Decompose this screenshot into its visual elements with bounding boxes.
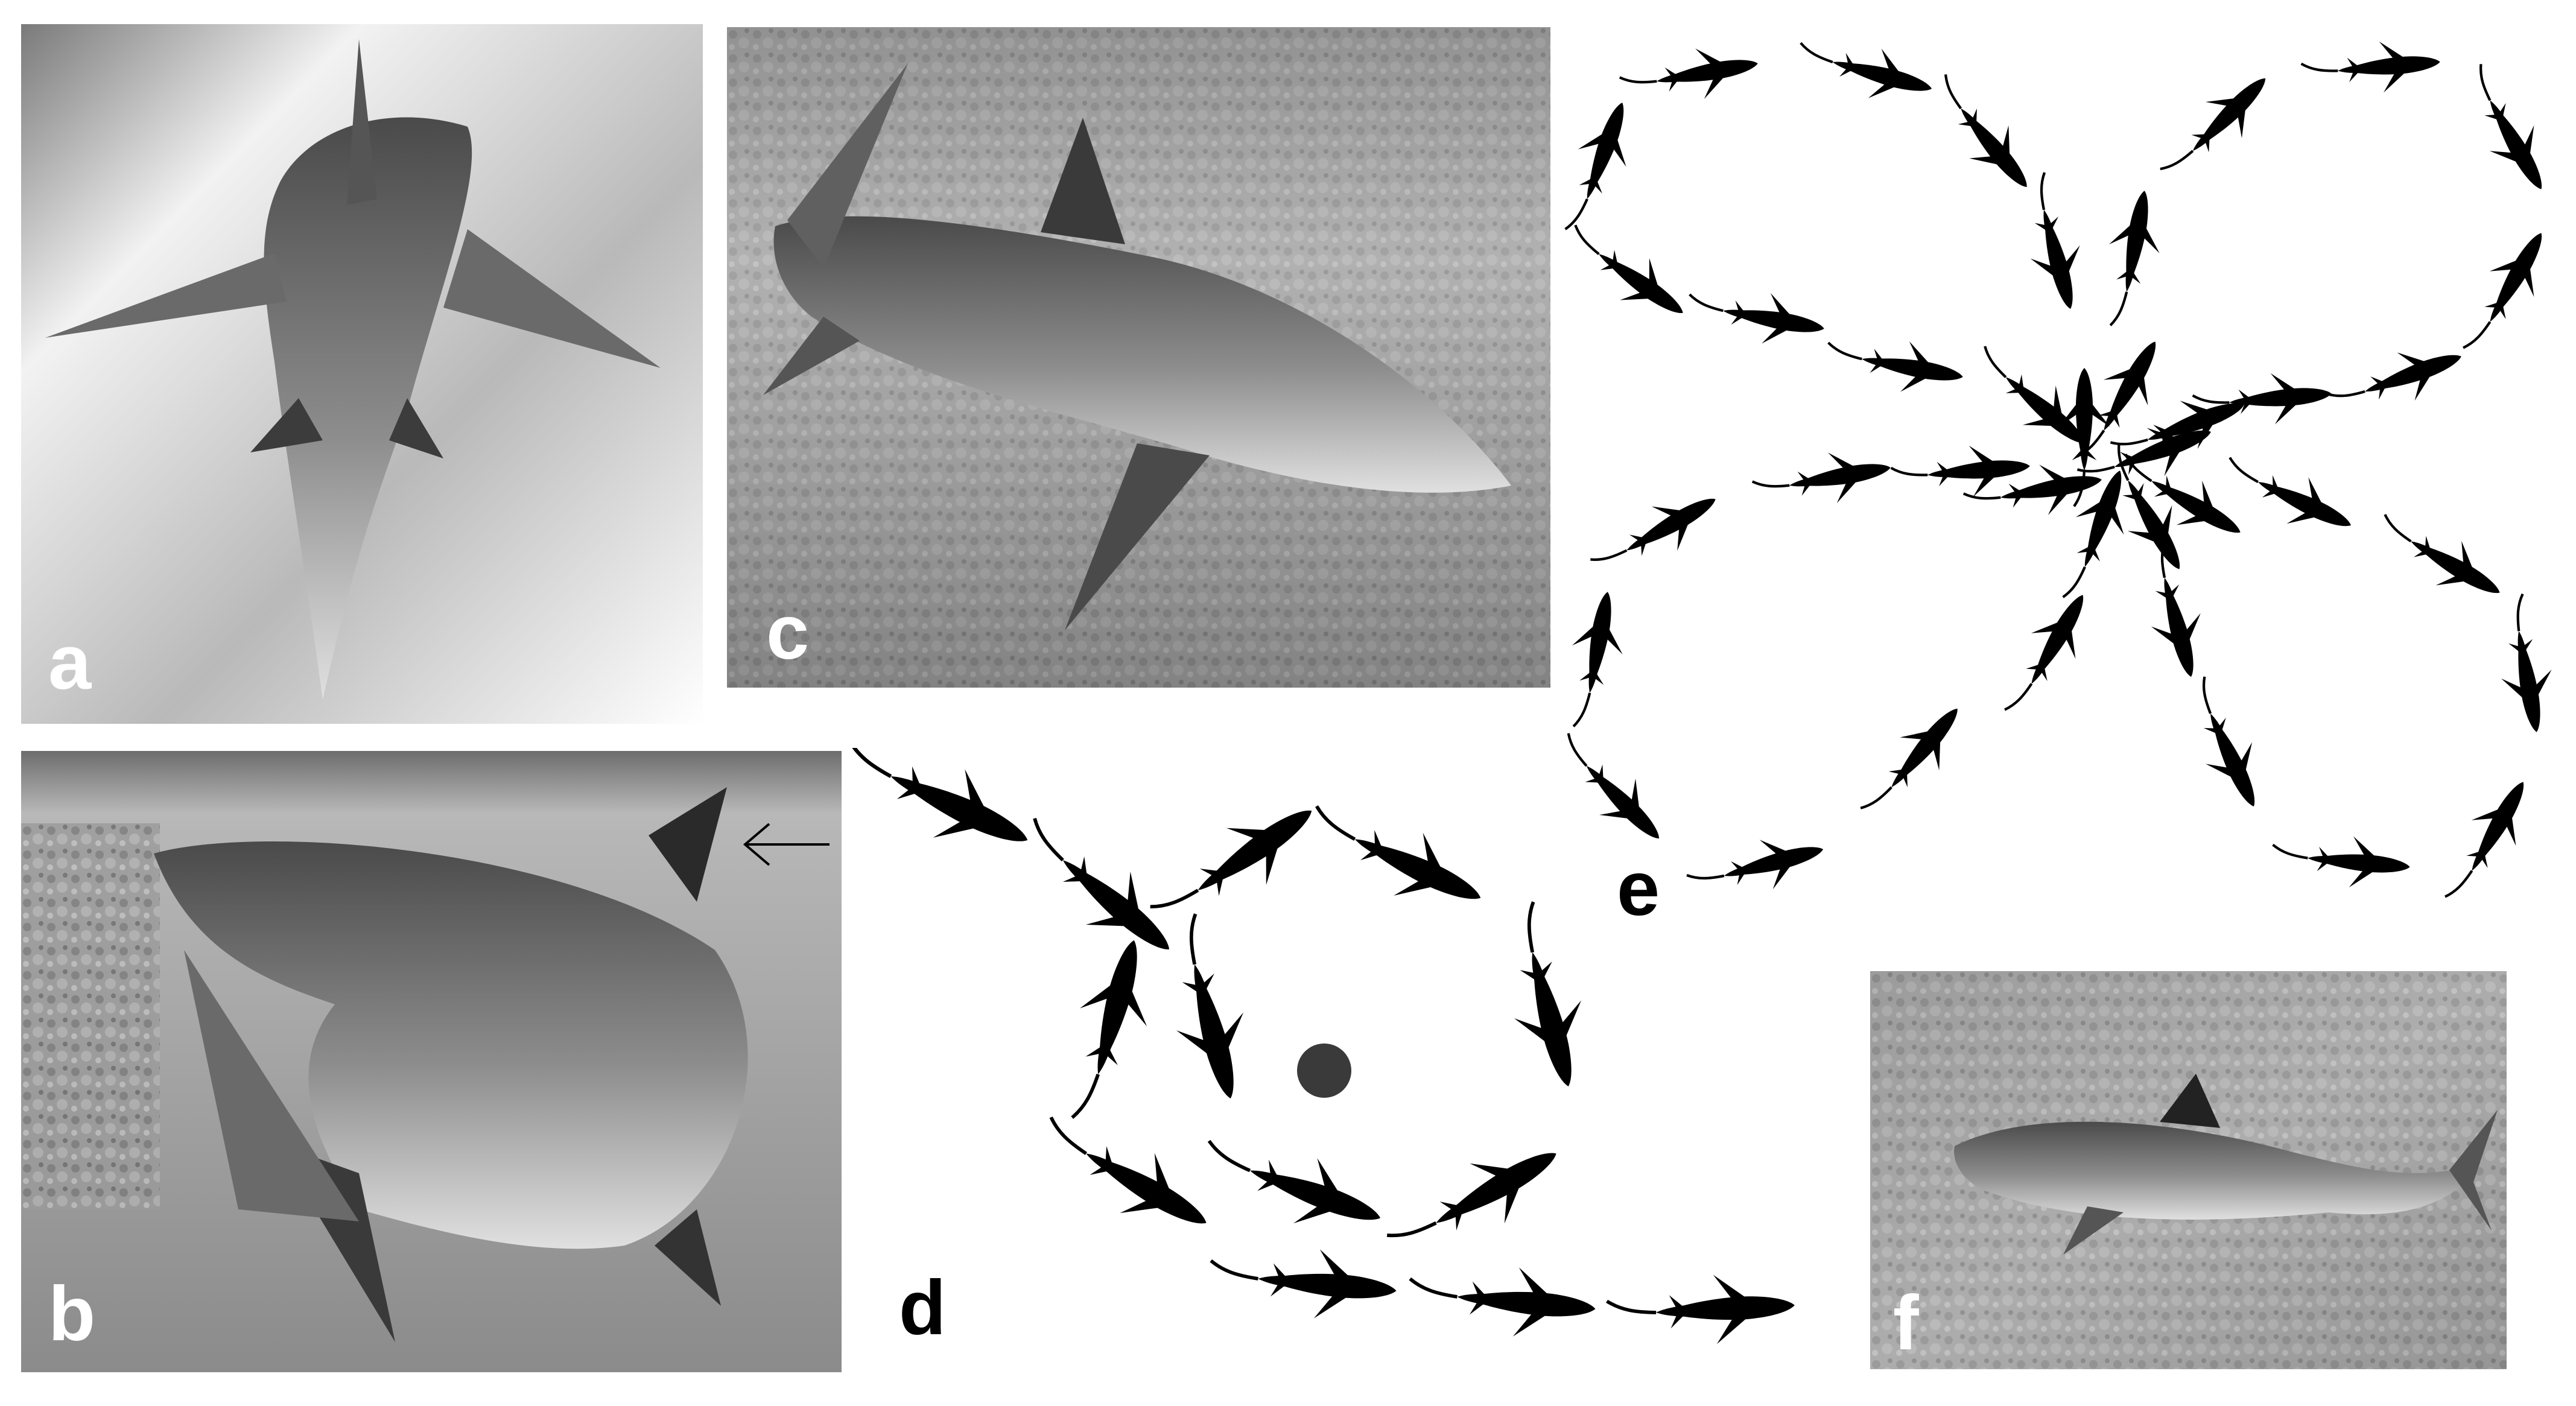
shark-silhouette-icon: [2149, 60, 2283, 194]
shark-silhouette-icon: [1558, 587, 1633, 733]
shark-silhouette-icon: [2487, 591, 2562, 736]
panel-c: c: [727, 27, 1550, 688]
panel-d: d: [845, 748, 1882, 1381]
panel-label: e: [1617, 846, 1660, 932]
panel-a: a: [21, 24, 703, 724]
panel-label: b: [48, 1271, 96, 1357]
shark-silhouette-icon: [1822, 328, 1967, 402]
shark-silhouette-icon: [2367, 501, 2513, 615]
shark-silhouette-icon: [2010, 168, 2096, 315]
shark-silhouette-icon: [1149, 908, 1264, 1107]
shark-silhouette-icon: [1791, 28, 1938, 114]
shark-silhouette-icon: [2215, 443, 2362, 548]
shark-silhouette-icon: [1193, 1121, 1392, 1250]
shark-silhouette-icon: [2450, 220, 2563, 366]
shark-silhouette-icon: [2300, 36, 2442, 100]
panel-b: b: [21, 751, 842, 1372]
panel-label: f: [1893, 1280, 1919, 1366]
shark-silhouette-icon: [1207, 1240, 1399, 1326]
shark-silhouette-icon: [1750, 442, 1895, 517]
loops-schematic: [1556, 24, 2570, 965]
shark-icon: [154, 787, 748, 1342]
shark-silhouette-icon: [1406, 1258, 1598, 1344]
shark-photo-c: [727, 27, 1550, 688]
shark-silhouette-icon: [1556, 94, 1646, 242]
panel-label: c: [766, 589, 810, 676]
left-arrow-icon: [743, 823, 830, 866]
shark-silhouette-icon: [1377, 1124, 1573, 1278]
shark-silhouette-icon: [1683, 279, 1829, 354]
panel-label: d: [899, 1265, 947, 1351]
shark-silhouette-icon: [1052, 931, 1167, 1130]
shark-silhouette-icon: [1003, 802, 1191, 976]
shark-silhouette-icon: [1296, 787, 1496, 929]
shark-silhouette-icon: [2432, 769, 2545, 914]
shark-silhouette-icon: [2172, 670, 2277, 817]
shark-silhouette-icon: [1991, 582, 2105, 727]
center-dot: [1297, 1043, 1351, 1098]
shark-silhouette-icon: [845, 748, 1044, 874]
shark-silhouette-icon: [1556, 723, 1677, 857]
shark-photo-b: [21, 751, 842, 1372]
shark-silhouette-icon: [1138, 782, 1331, 946]
panel-f: f: [1870, 971, 2507, 1369]
shark-photo-a: [21, 24, 703, 724]
shark-photo-f: [1870, 971, 2507, 1369]
shark-icon: [1954, 1074, 2498, 1255]
shark-silhouette-icon: [1606, 1271, 1797, 1350]
shark-silhouette-icon: [2450, 57, 2563, 202]
shark-icon: [45, 39, 661, 700]
shark-silhouette-icon: [2323, 332, 2470, 428]
shark-silhouette-icon: [2095, 186, 2170, 332]
panel-e: e: [1556, 24, 2570, 965]
shark-silhouette-icon: [1617, 38, 1762, 113]
shark-silhouette-icon: [1683, 825, 1830, 910]
shark-silhouette-icon: [1027, 1099, 1223, 1253]
panel-label: a: [48, 619, 92, 706]
shark-silhouette-icon: [1849, 692, 1978, 831]
shark-icon: [763, 63, 1511, 630]
shark-silhouette-icon: [1556, 212, 1698, 334]
shark-silhouette-icon: [2270, 829, 2412, 893]
shark-silhouette-icon: [1583, 477, 1728, 591]
spiral-schematic: [845, 748, 1882, 1381]
shark-silhouette-icon: [1918, 65, 2047, 203]
